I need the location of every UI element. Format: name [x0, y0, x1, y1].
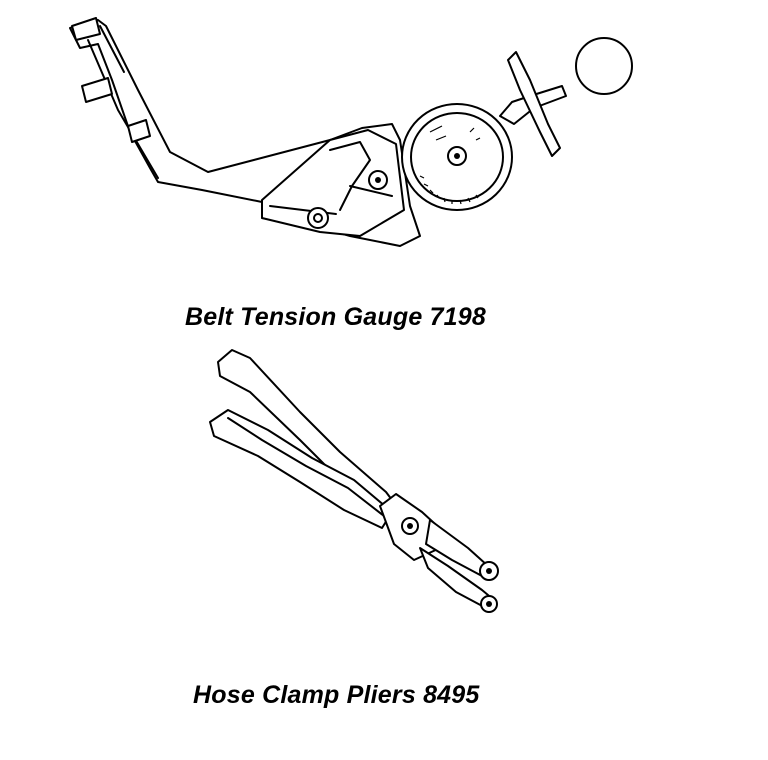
hose-clamp-pliers-caption: Hose Clamp Pliers 8495 [193, 681, 480, 709]
belt-tension-gauge-icon [69, 17, 633, 247]
belt-tension-gauge-caption: Belt Tension Gauge 7198 [185, 303, 486, 331]
hose-clamp-pliers-icon [209, 349, 499, 613]
